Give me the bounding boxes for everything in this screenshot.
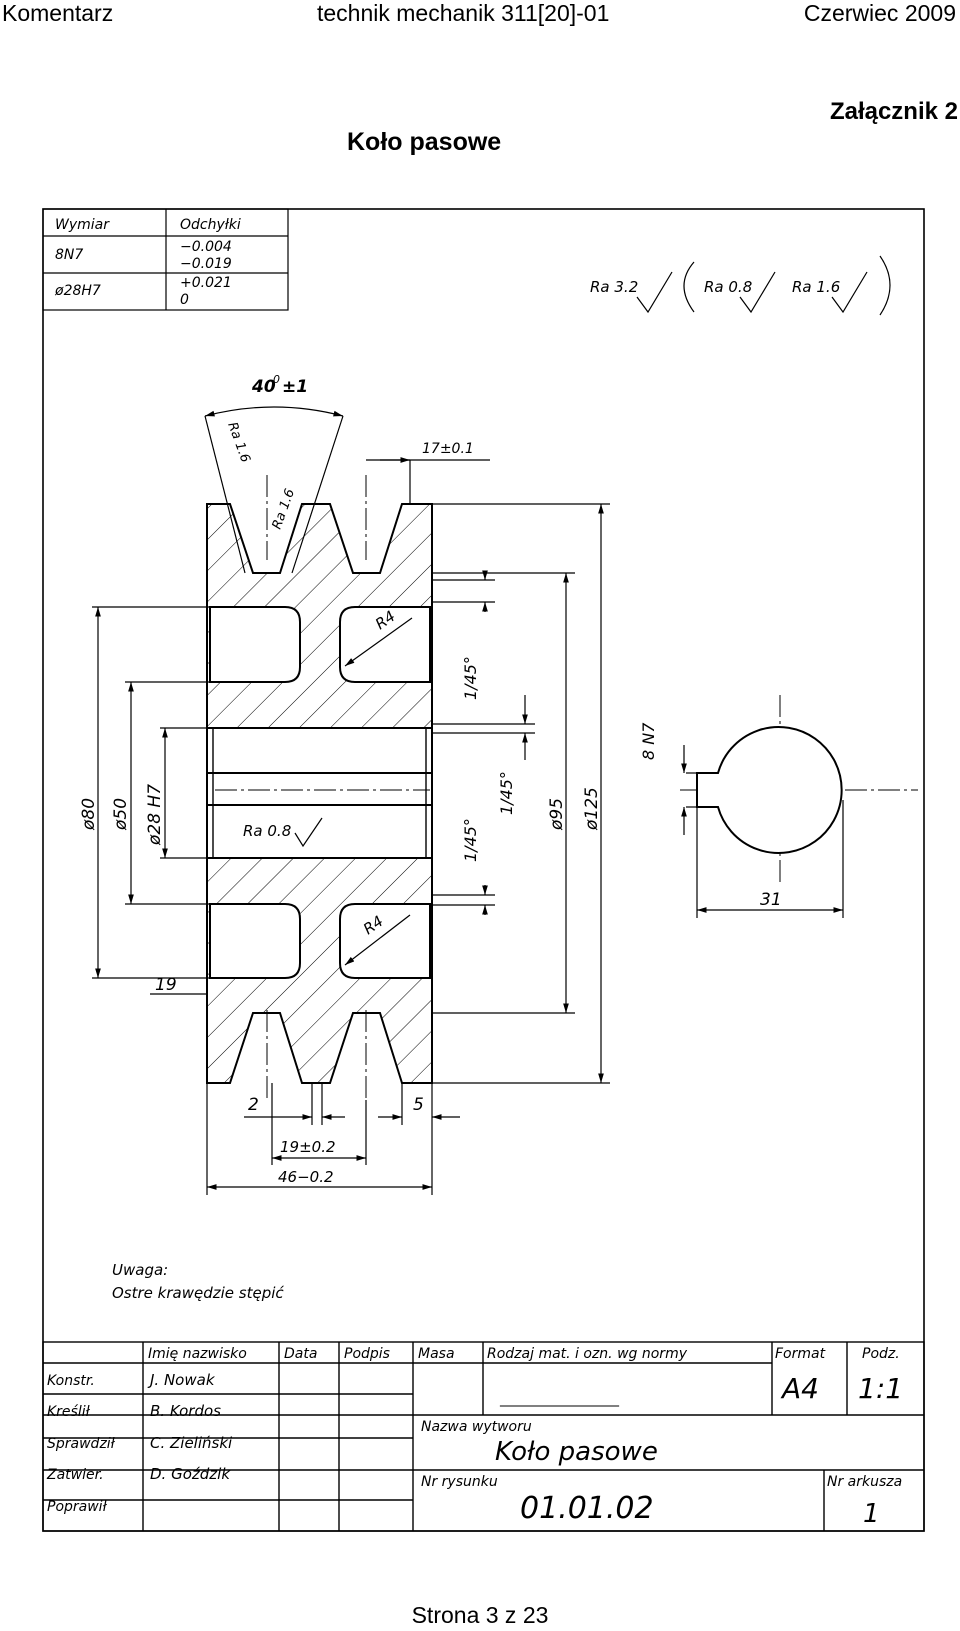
angle-dimension — [204, 406, 344, 574]
drawing-frame — [42, 208, 925, 1532]
d95-label: ø95 — [547, 798, 567, 831]
w19-label: 19±0.2 — [280, 1138, 336, 1156]
tb-col-scale: Podz. — [862, 1346, 900, 1362]
tb-col-format: Format — [775, 1346, 826, 1362]
note-text: Ostre krawędzie stępić — [112, 1284, 284, 1302]
tb-name-3: C. Zieliński — [150, 1434, 233, 1452]
groove-pitch-label: 17±0.1 — [422, 441, 474, 457]
tol-row1-upper: −0.004 — [180, 239, 232, 255]
tolerance-table — [42, 208, 289, 311]
angle-exp: 0 — [273, 373, 280, 386]
groove-pitch-dim — [366, 457, 490, 504]
tol-row2-lower: 0 — [180, 292, 189, 308]
header-left: Komentarz — [2, 0, 114, 26]
w46-label: 46−0.2 — [278, 1168, 334, 1186]
page-title: Koło pasowe — [347, 128, 502, 156]
ra-groove-1: Ra 1.6 — [224, 420, 252, 464]
angle-label: 40 — [251, 377, 276, 397]
radius-leaders — [344, 617, 413, 966]
ra-general: Ra 3.2 — [590, 278, 638, 296]
key-width-label: 8 N7 — [639, 722, 658, 760]
tb-col-date: Data — [284, 1346, 317, 1362]
ra-groove-2: Ra 1.6 — [270, 487, 298, 531]
tb-name-1: J. Nowak — [147, 1371, 216, 1389]
chamfer-dims — [432, 570, 535, 915]
tb-role-3: Sprawdził — [47, 1436, 116, 1452]
tb-material-value: _________________ — [499, 1391, 620, 1407]
angle-tol: ±1 — [282, 377, 308, 397]
tol-header-dimension: Wymiar — [55, 217, 110, 233]
tb-drawing-no: 01.01.02 — [520, 1491, 654, 1526]
tb-role-1: Konstr. — [47, 1373, 95, 1389]
page-footer: Strona 3 z 23 — [411, 1602, 549, 1628]
tol-row2-dimension: ø28H7 — [54, 283, 101, 299]
pulley-section — [206, 503, 433, 1084]
tb-role-4: Zatwier. — [46, 1467, 104, 1483]
tol-row2-upper: +0.021 — [180, 275, 232, 291]
ra-other-2: Ra 1.6 — [792, 278, 840, 296]
tb-col-sign: Podpis — [344, 1346, 390, 1362]
tb-col-material: Rodzaj mat. i ozn. wg normy — [487, 1346, 688, 1362]
tb-product-label: Nazwa wytworu — [421, 1419, 532, 1435]
tol-row1-dimension: 8N7 — [55, 247, 83, 263]
note-label: Uwaga: — [112, 1261, 168, 1279]
tb-product: Koło pasowe — [495, 1437, 658, 1467]
title-block — [42, 1341, 925, 1532]
w2-label: 2 — [248, 1095, 259, 1115]
hub-width-label: 19 — [155, 975, 177, 995]
side-view — [681, 726, 844, 918]
ra-other-1: Ra 0.8 — [704, 278, 752, 296]
chamfer-label-3: 1/45° — [461, 818, 480, 862]
tol-header-deviation: Odchyłki — [180, 217, 241, 233]
tb-name-2: B. Kordos — [150, 1402, 221, 1420]
tb-scale-value: 1:1 — [858, 1372, 903, 1405]
tb-drawing-no-label: Nr rysunku — [421, 1474, 498, 1490]
tb-col-mass: Masa — [418, 1346, 455, 1362]
right-diameter-dims — [432, 503, 610, 1084]
roughness-symbols — [636, 255, 891, 316]
bottom-width-dims — [150, 978, 460, 1195]
tb-role-2: Kreślił — [47, 1404, 91, 1420]
annex-label: Załącznik 2 — [829, 98, 958, 125]
key-depth-label: 31 — [760, 890, 782, 910]
chamfer-label-1: 1/45° — [461, 656, 480, 700]
left-diameter-dims — [92, 606, 210, 979]
tol-row1-lower: −0.019 — [180, 256, 232, 272]
tb-format-value: A4 — [780, 1372, 819, 1405]
tb-col-name: Imię nazwisko — [148, 1346, 247, 1362]
tb-sheet-label: Nr arkusza — [827, 1474, 902, 1490]
header-center: technik mechanik 311[20]-01 — [317, 0, 610, 26]
w5-label: 5 — [413, 1095, 424, 1115]
d125-label: ø125 — [582, 787, 602, 831]
ra-bore-label: Ra 0.8 — [243, 822, 291, 840]
d50-label: ø50 — [111, 798, 131, 831]
tb-role-5: Poprawił — [47, 1499, 108, 1515]
chamfer-label-2: 1/45° — [497, 771, 516, 815]
tb-sheet: 1 — [863, 1499, 880, 1529]
header-right: Czerwiec 2009 — [803, 0, 956, 26]
d80-label: ø80 — [79, 798, 99, 831]
d28-label: ø28 H7 — [145, 784, 165, 846]
tb-name-4: D. Goździk — [150, 1465, 231, 1483]
